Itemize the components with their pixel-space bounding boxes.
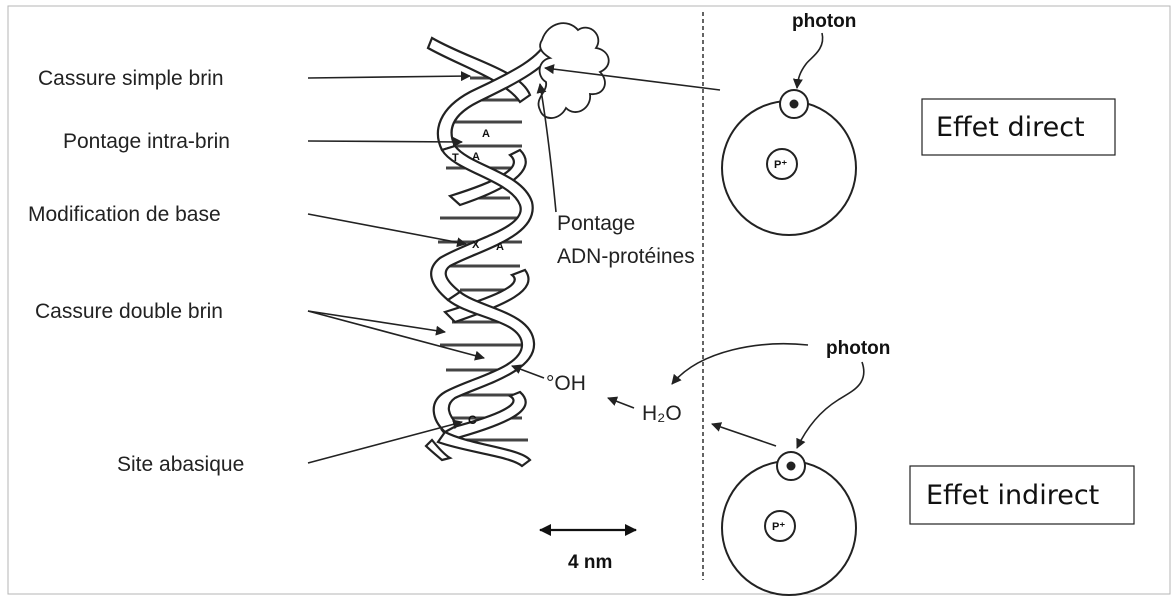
label-photon-bottom: photon bbox=[826, 338, 890, 359]
arrow-intra-strand-crosslink bbox=[308, 141, 462, 142]
photon-to-water-arrow bbox=[672, 344, 808, 384]
label-abasic-site: Site abasique bbox=[117, 453, 244, 476]
label-dna-protein-crosslink-line2: ADN-protéines bbox=[557, 245, 695, 268]
photon-top-wavy-arrow bbox=[797, 33, 823, 88]
base-letter-t: T bbox=[452, 152, 459, 164]
arrow-single-strand-break bbox=[308, 76, 470, 78]
base-letter-x: X bbox=[472, 239, 480, 251]
atom-bottom: P⁺ bbox=[722, 452, 856, 595]
label-hydroxyl-radical: °OH bbox=[546, 372, 586, 395]
label-photon-top: photon bbox=[792, 11, 856, 32]
atom-top: P⁺ bbox=[722, 90, 856, 235]
label-effect-direct: Effet direct bbox=[936, 112, 1085, 143]
label-dna-protein-crosslink-line1: Pontage bbox=[557, 212, 635, 235]
water-to-radical-arrow bbox=[608, 398, 634, 408]
radical-to-dna-arrow bbox=[512, 366, 544, 378]
base-letter-a1: A bbox=[482, 128, 490, 140]
label-base-modification: Modification de base bbox=[28, 203, 221, 226]
atom-top-proton-label: P⁺ bbox=[774, 159, 787, 171]
label-effect-indirect: Effet indirect bbox=[926, 480, 1099, 511]
protein-blob bbox=[538, 23, 608, 118]
photon-bottom-wavy-arrow bbox=[797, 362, 864, 448]
electron-to-water-arrow bbox=[712, 424, 776, 446]
base-letter-a3: A bbox=[496, 241, 504, 253]
label-water: H₂O bbox=[642, 402, 682, 425]
label-intra-strand-crosslink: Pontage intra-brin bbox=[63, 130, 230, 153]
base-letter-c: C bbox=[468, 413, 477, 427]
base-letter-a2: A bbox=[472, 151, 480, 163]
label-double-strand-break: Cassure double brin bbox=[35, 300, 223, 323]
atom-bottom-proton-label: P⁺ bbox=[772, 521, 785, 533]
label-scale: 4 nm bbox=[568, 552, 612, 573]
label-single-strand-break: Cassure simple brin bbox=[38, 67, 224, 90]
